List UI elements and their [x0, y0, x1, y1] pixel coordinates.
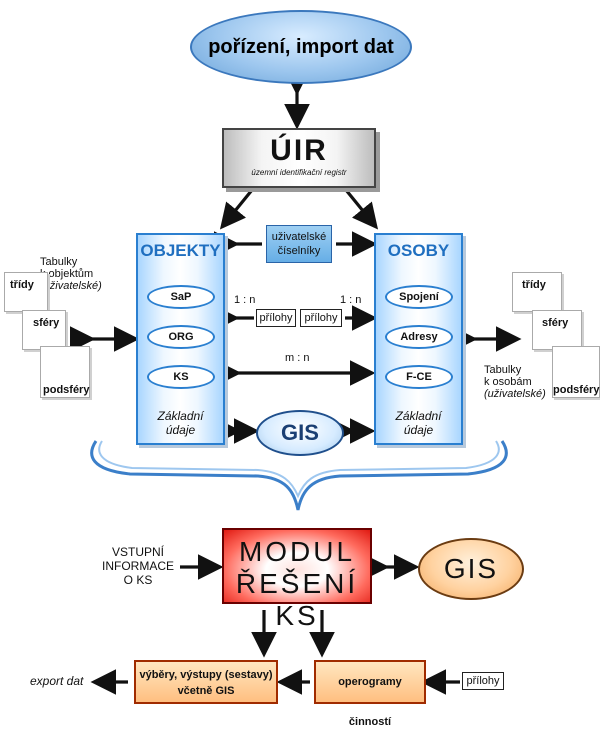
selections-outputs-box: výběry, výstupy (sestavy) včetně GIS: [134, 660, 278, 704]
right-tables-caption-3: (uživatelské): [484, 388, 546, 400]
left-card-sfery: [22, 310, 66, 350]
activity-operograms-box: operogramy činností: [314, 660, 426, 728]
objekty-item-ks: KS: [147, 365, 215, 389]
user-codelists-line2: číselníky: [277, 245, 321, 257]
objekty-footer-line1: Základní: [157, 409, 204, 423]
prilohy-left-box: přílohy: [256, 309, 296, 327]
osoby-item-adresy: Adresy: [385, 325, 453, 349]
mn-label: m : n: [285, 352, 310, 364]
osoby-footer-line2: údaje: [403, 423, 434, 437]
objekty-title: OBJEKTY: [140, 241, 221, 260]
right-card-tridy-label: třídy: [522, 279, 546, 291]
uir-title: ÚIR: [270, 134, 328, 167]
osoby-item-spojeni: Spojení: [385, 285, 453, 309]
gis-middle-ellipse: GIS: [256, 410, 344, 456]
uir-subtitle: územní identifikační registr: [251, 168, 347, 177]
osoby-title: OSOBY: [387, 241, 450, 260]
left-ratio-label: 1 : n: [234, 294, 256, 306]
modul-reseni-box: MODUL ŘEŠENÍ KS: [222, 528, 372, 631]
osoby-item-fce: F-CE: [385, 365, 453, 389]
osoby-footer: Základní údaje: [376, 409, 461, 437]
right-card-sfery-label: sféry: [542, 317, 569, 329]
input-info-label: VSTUPNÍ INFORMACE O KS: [96, 545, 180, 587]
right-ratio-label: 1 : n: [340, 294, 362, 306]
gis-right-label: GIS: [443, 553, 499, 584]
user-codelists-box: uživatelské číselníky: [266, 225, 332, 263]
input-info-line2: INFORMACE: [102, 559, 174, 573]
import-data-label: pořízení, import dat: [208, 35, 394, 58]
left-card-tridy: [4, 272, 48, 312]
right-card-podsfery-label: podsféry: [553, 384, 600, 396]
left-tables-caption-3: (uživatelské): [40, 280, 102, 292]
objekty-panel: OBJEKTY SaP ORG KS Základní údaje: [136, 233, 225, 445]
gis-right-ellipse: GIS: [418, 538, 524, 600]
selections-line2: včetně GIS: [177, 685, 235, 697]
left-tables-caption: Tabulky k objektům (uživatelské): [40, 256, 102, 292]
gis-middle-label: GIS: [281, 420, 319, 445]
prilohy-right-box: přílohy: [300, 309, 342, 327]
osoby-panel: OSOBY Spojení Adresy F-CE Základní údaje: [374, 233, 463, 445]
export-data-label: export dat: [30, 674, 84, 688]
left-tables-caption-1: Tabulky: [40, 256, 78, 268]
bottom-prilohy-box: přílohy: [462, 672, 504, 690]
objekty-footer-line2: údaje: [165, 423, 196, 437]
left-card-podsfery: [40, 346, 90, 398]
right-tables-caption: Tabulky k osobám (uživatelské): [484, 364, 546, 400]
objekty-item-sap: SaP: [147, 285, 215, 309]
input-info-line1: VSTUPNÍ: [111, 545, 164, 559]
right-card-sfery: [532, 310, 582, 350]
connector-arrows: [70, 70, 522, 695]
left-card-podsfery-label: podsféry: [43, 384, 90, 396]
right-card-tridy: [512, 272, 562, 312]
right-tables-caption-2: k osobám: [484, 376, 532, 388]
selections-line1: výběry, výstupy (sestavy): [139, 669, 273, 681]
objekty-item-org: ORG: [147, 325, 215, 349]
modul-line1: MODUL: [238, 536, 356, 567]
user-codelists-line1: uživatelské: [271, 231, 327, 243]
left-tables-caption-2: k objektům: [40, 268, 94, 280]
left-card-tridy-label: třídy: [10, 279, 34, 291]
modul-line2: ŘEŠENÍ KS: [235, 568, 359, 631]
input-info-line3: O KS: [123, 573, 153, 587]
osoby-footer-line1: Základní: [395, 409, 442, 423]
uir-box: ÚIR územní identifikační registr: [222, 128, 376, 188]
left-card-sfery-label: sféry: [33, 317, 60, 329]
right-tables-caption-1: Tabulky: [484, 364, 522, 376]
objekty-footer: Základní údaje: [138, 409, 223, 437]
import-data-ellipse: pořízení, import dat: [190, 10, 412, 84]
